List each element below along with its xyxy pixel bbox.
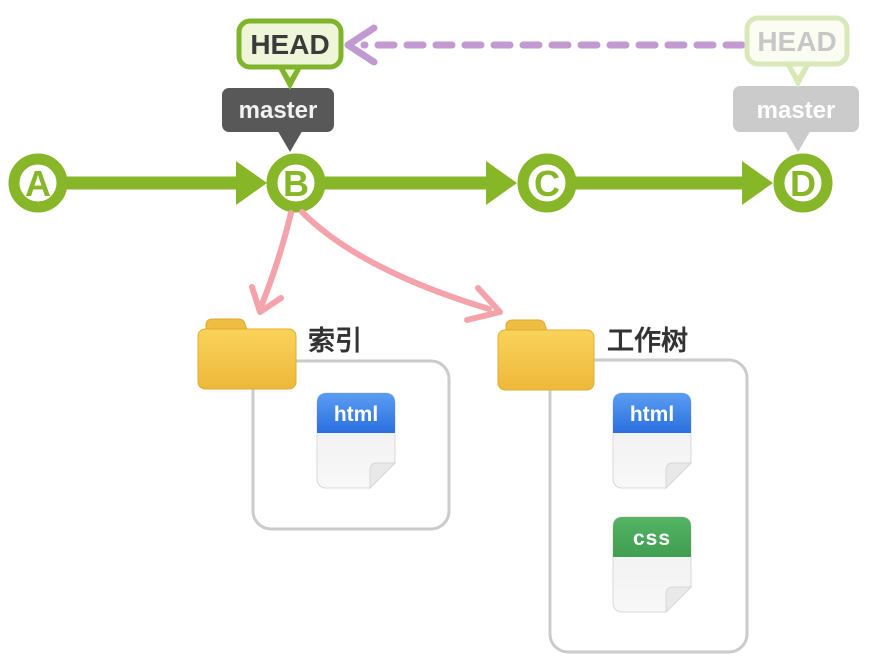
folder-label-worktree: 工作树 [607, 326, 688, 356]
commit-id: A [25, 163, 51, 204]
arrow-shaft [299, 209, 492, 312]
commit-node-ring [8, 153, 68, 213]
branch-label: master [757, 97, 836, 124]
file-icon-html-worktree: html [612, 392, 693, 490]
commit-edge-c-d-arrowhead-icon [742, 161, 773, 205]
branch-badge-master-active: master [222, 88, 334, 152]
file-icon-css-worktree: css [612, 516, 693, 614]
commit-node-ring [773, 153, 833, 213]
worktree-container [548, 358, 749, 654]
branch-badge-master-faded: master [733, 86, 859, 152]
file-type-band [613, 393, 691, 433]
arrowhead-icon [464, 285, 503, 323]
head-label: HEAD [250, 29, 329, 60]
commit-node-d: D [773, 153, 833, 213]
commit-node-c: C [517, 153, 577, 213]
commit-node-ring [266, 153, 326, 213]
badge-tail [784, 128, 812, 152]
commit-id: D [790, 163, 816, 204]
file-icon-html-index: html [316, 392, 397, 490]
folder-body [197, 328, 297, 390]
commit-edge-b-c-arrowhead-icon [486, 161, 517, 205]
checkout-arrow-to-worktree [299, 209, 503, 323]
badge-body [222, 88, 334, 132]
file-fold-icon [665, 462, 693, 490]
arrowhead-icon [249, 284, 284, 315]
head-move-arrow [344, 24, 746, 66]
branch-label: master [239, 97, 318, 124]
badge-body [744, 15, 850, 67]
checkout-arrow-to-index [249, 210, 294, 315]
file-fold-icon [665, 586, 693, 614]
commit-node-a: A [8, 153, 68, 213]
file-type-band [613, 517, 691, 557]
head-label: HEAD [757, 26, 836, 57]
file-type-label: css [633, 527, 671, 550]
badge-body [236, 18, 344, 70]
file-type-label: html [630, 403, 674, 426]
commit-edge-a-b-arrowhead-icon [236, 161, 267, 205]
head-badge-faded: HEAD [744, 15, 850, 88]
commit-node-ring [517, 153, 577, 213]
file-type-label: html [334, 403, 378, 426]
head-move-arrowhead-icon [344, 24, 378, 66]
badge-tail [276, 128, 304, 152]
file-fold-icon [369, 462, 397, 490]
folder-label-index: 索引 [308, 326, 362, 356]
commit-id: C [534, 163, 560, 204]
folder-body [497, 329, 595, 391]
file-type-band [317, 393, 395, 433]
commit-graph: A B C D [8, 153, 833, 213]
badge-body [733, 86, 859, 132]
folder-icon-index [197, 318, 297, 390]
commit-id: B [283, 163, 309, 204]
head-badge-active: HEAD [236, 18, 344, 90]
arrow-shaft [259, 210, 294, 307]
commit-node-b: B [266, 153, 326, 213]
folder-icon-worktree [497, 319, 595, 391]
